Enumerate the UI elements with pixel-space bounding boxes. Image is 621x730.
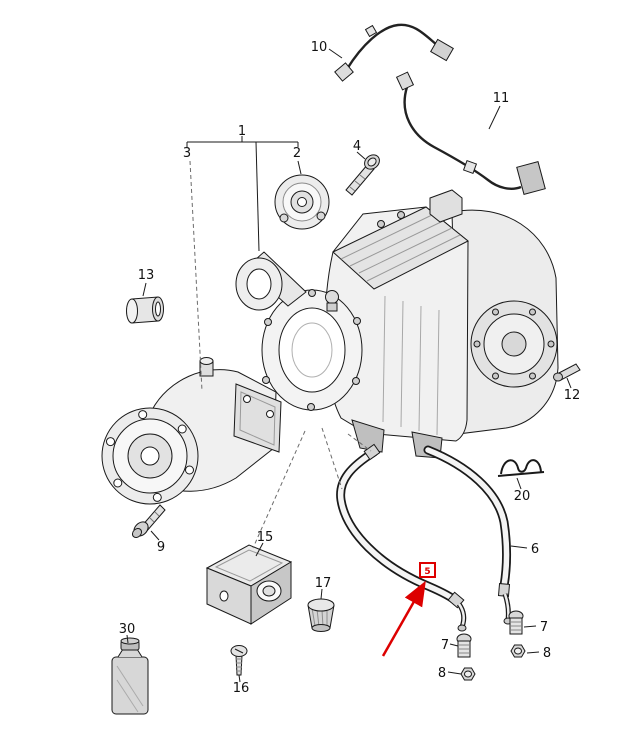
callout-11[interactable]: 11 — [493, 91, 510, 106]
rubber-mount-drawing — [274, 174, 330, 230]
wiring-harness-11-drawing — [395, 71, 546, 195]
angle-drive-housing-drawing — [101, 357, 282, 505]
callout-17[interactable]: 17 — [315, 576, 332, 591]
callout-1[interactable]: 1 — [238, 124, 246, 139]
callout-30[interactable]: 30 — [119, 622, 136, 637]
callout-10[interactable]: 10 — [311, 40, 328, 55]
selected-part-marker[interactable] — [419, 562, 436, 578]
callout-3[interactable]: 3 — [183, 146, 191, 161]
final-drive-housing-drawing — [235, 189, 559, 459]
plug-17-drawing — [307, 598, 335, 632]
callout-16[interactable]: 16 — [233, 681, 250, 696]
breather-hoses-drawing — [336, 443, 513, 632]
callout-9[interactable]: 9 — [157, 540, 165, 555]
wiring-harness-10-drawing — [334, 23, 454, 82]
callout-8-left[interactable]: 8 — [438, 666, 446, 681]
hose-fitting-7-left-drawing — [456, 633, 472, 658]
callout-7-left[interactable]: 7 — [441, 638, 449, 653]
hose-fitting-7-right-drawing — [508, 610, 524, 635]
pin-12-drawing — [553, 363, 581, 382]
bolt-9-drawing — [131, 504, 166, 539]
callout-20[interactable]: 20 — [514, 489, 531, 504]
screw-16-drawing — [230, 645, 248, 676]
fluid-bottle-30-drawing — [111, 637, 149, 715]
callout-4[interactable]: 4 — [353, 139, 361, 154]
callout-7-right[interactable]: 7 — [540, 620, 548, 635]
leader-lines — [126, 48, 572, 683]
nut-8-right-drawing — [510, 644, 526, 658]
callout-13[interactable]: 13 — [138, 268, 155, 283]
callout-6[interactable]: 6 — [531, 542, 539, 557]
clip-20-drawing — [497, 459, 545, 477]
selection-highlight — [381, 562, 436, 657]
selection-arrow — [381, 580, 426, 657]
callout-2[interactable]: 2 — [293, 146, 301, 161]
callout-8-right[interactable]: 8 — [543, 646, 551, 661]
callout-15[interactable]: 15 — [257, 530, 274, 545]
sleeve-13-drawing — [126, 296, 164, 324]
diagram-artwork — [101, 23, 581, 715]
callouts: 1 2 3 4 5 6 7 7 8 8 9 10 11 12 13 15 16 … — [119, 40, 581, 696]
callout-5-highlighted[interactable]: 5 — [424, 567, 430, 577]
bracket-15-drawing — [205, 544, 293, 625]
bolt-4-drawing — [345, 154, 380, 196]
nut-8-left-drawing — [460, 667, 476, 681]
callout-12[interactable]: 12 — [564, 388, 581, 403]
construction-lines — [189, 160, 372, 549]
